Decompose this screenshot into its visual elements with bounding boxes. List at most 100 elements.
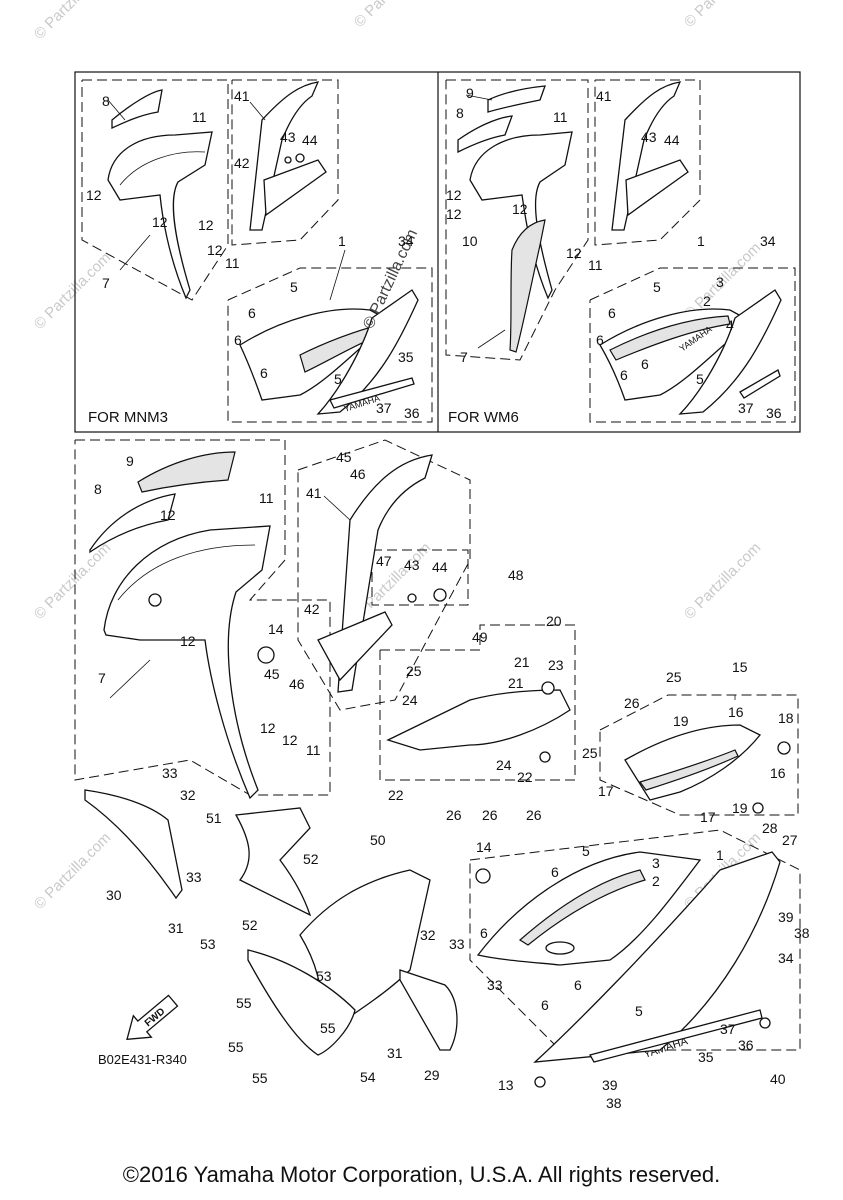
callout-label: 17 (598, 783, 614, 799)
inner-panel-part (263, 159, 327, 217)
group-outline (297, 439, 471, 711)
fastener-part (539, 751, 551, 763)
callout-label: 6 (234, 332, 242, 348)
forward-direction-arrow: FWD (126, 994, 179, 1041)
callout-label: 4 (726, 317, 734, 333)
callout-label: 53 (316, 968, 332, 984)
fastener-part (777, 741, 791, 755)
callout-label: 12 (446, 206, 462, 222)
callout-label: 11 (259, 490, 274, 506)
cowling-trim-line (117, 544, 256, 601)
callout-label: 26 (526, 807, 542, 823)
copyright-footer: ©2016 Yamaha Motor Corporation, U.S.A. A… (122, 1162, 721, 1187)
callout-label: 13 (498, 1077, 514, 1093)
callout-label: 45 (264, 666, 280, 682)
group-outline (227, 267, 433, 423)
windshield-part (137, 451, 236, 493)
side-cowling-stripe (609, 315, 731, 361)
callout-label: 41 (596, 88, 612, 104)
drawing-code: B02E431-R340 (98, 1052, 187, 1067)
watermark-text: © Partzilla.com (31, 829, 114, 912)
under-cowling-part (533, 851, 781, 1063)
callout-label: 37 (720, 1021, 736, 1037)
callout-label: 18 (778, 710, 794, 726)
callout-label: 26 (624, 695, 640, 711)
callout-label: 23 (548, 657, 564, 673)
callout-label: 12 (446, 187, 462, 203)
callout-label: 37 (376, 400, 392, 416)
grommet-part (284, 156, 292, 164)
callout-label: 33 (186, 869, 202, 885)
callout-label: 38 (606, 1095, 622, 1111)
leader-line (249, 101, 266, 121)
group-outline (445, 79, 589, 361)
callout-label: 12 (86, 187, 102, 203)
air-duct-part (337, 454, 433, 693)
callout-label: 5 (334, 371, 342, 387)
callout-label: 36 (738, 1037, 754, 1053)
under-cowling-part (678, 289, 782, 415)
callout-label: 10 (462, 233, 478, 249)
callout-label: 12 (160, 507, 176, 523)
callout-label: 52 (242, 917, 258, 933)
callout-label: 12 (566, 245, 582, 261)
group-outline (469, 829, 801, 1051)
bottom-cowling-part (247, 949, 356, 1056)
callout-label: 33 (487, 977, 503, 993)
leader-line (465, 94, 493, 101)
trim-strip-part (589, 1009, 763, 1063)
callout-label: 11 (225, 255, 240, 271)
callout-label: 22 (388, 787, 404, 803)
leader-line (107, 99, 126, 121)
callout-label: 7 (460, 349, 468, 365)
lower-cowl-part (84, 789, 183, 900)
callout-label: 11 (192, 109, 207, 125)
callout-label: 44 (302, 132, 318, 148)
callout-label: 52 (303, 851, 319, 867)
callout-label: 55 (320, 1020, 336, 1036)
callout-label: 44 (664, 132, 680, 148)
callout-label: 2 (652, 873, 660, 889)
callout-label: 19 (673, 713, 689, 729)
callout-label: 9 (466, 85, 474, 101)
callout-label: 33 (449, 936, 465, 952)
fastener-part (407, 593, 417, 603)
callout-label: 35 (698, 1049, 714, 1065)
bottom-cowling-part (399, 969, 458, 1051)
callout-label: 16 (728, 704, 744, 720)
callout-layer: 8 11 12 12 12 12 11 7 41 43 44 42 34 1 5… (86, 85, 810, 1111)
callout-label: 24 (496, 757, 512, 773)
callout-label: 14 (476, 839, 492, 855)
side-cowling-stripe (518, 869, 646, 946)
callout-label: 35 (398, 349, 414, 365)
callout-label: 5 (696, 371, 704, 387)
callout-label: 8 (94, 481, 102, 497)
callout-label: 55 (228, 1039, 244, 1055)
callout-label: 6 (480, 925, 488, 941)
callout-label: 46 (289, 676, 305, 692)
air-duct-part (611, 81, 682, 231)
group-outline (379, 624, 576, 781)
callout-label: 12 (260, 720, 276, 736)
stripe-decal-part (509, 219, 546, 353)
leader-line (119, 234, 151, 271)
main-exploded-view: FWD (74, 439, 801, 1088)
callout-label: 24 (402, 692, 418, 708)
callout-label: 12 (512, 201, 528, 217)
callout-label: 38 (794, 925, 810, 941)
windshield-part (487, 85, 546, 113)
inner-panel-stripe (639, 749, 739, 791)
callout-label: 39 (778, 909, 794, 925)
callout-label: 26 (446, 807, 462, 823)
callout-label: 7 (98, 670, 106, 686)
callout-label: 20 (546, 613, 562, 629)
callout-label: 42 (304, 601, 320, 617)
callout-label: 25 (666, 669, 682, 685)
bracket-part (234, 807, 312, 917)
fastener-part (541, 681, 555, 695)
callout-label: 2 (703, 293, 711, 309)
callout-label: 26 (482, 807, 498, 823)
callout-label: 16 (770, 765, 786, 781)
callout-label: 41 (234, 88, 250, 104)
callout-label: 6 (248, 305, 256, 321)
